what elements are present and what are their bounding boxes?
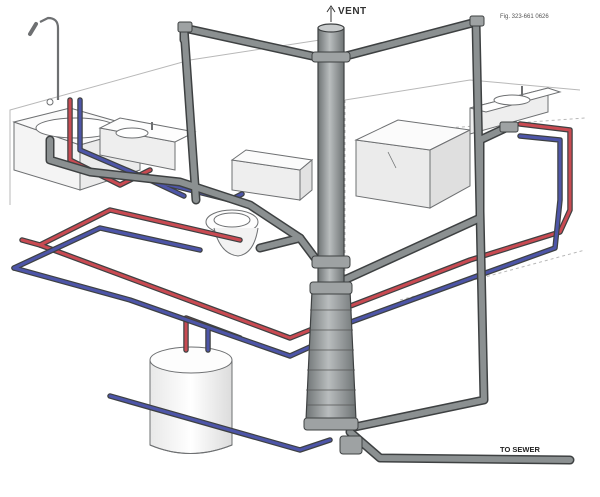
water-heater	[149, 346, 233, 454]
main-vent-stack	[305, 23, 357, 421]
figure-reference: Fig. 323-661 0626	[500, 14, 549, 20]
kitchen-sink	[469, 86, 562, 135]
sewer-label: TO SEWER	[500, 445, 540, 454]
vent-label: VENT	[338, 6, 367, 17]
kitchen-cabinet	[354, 119, 472, 209]
shower-head	[28, 16, 60, 106]
toilet	[205, 149, 314, 257]
pipe-fittings	[177, 15, 519, 455]
bathroom-sink	[98, 117, 197, 171]
vent-arrow	[326, 5, 336, 22]
